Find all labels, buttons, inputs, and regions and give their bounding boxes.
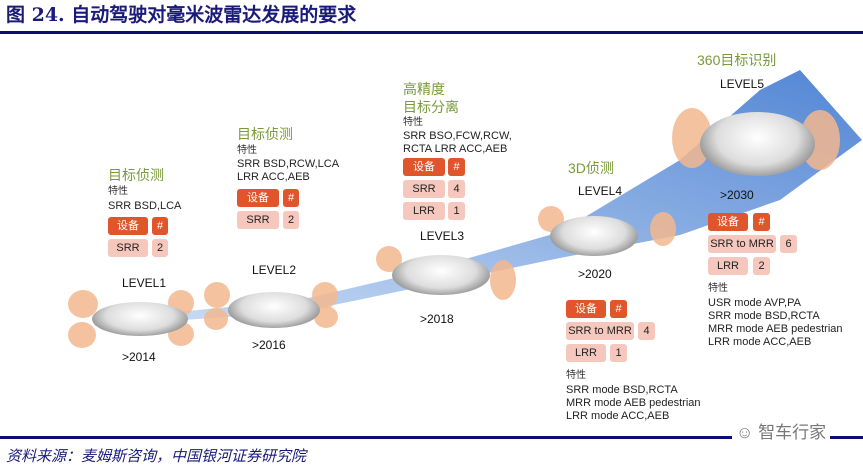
car-level5 — [700, 112, 815, 176]
table-cell: 1 — [448, 202, 465, 220]
table-cell: SRR — [237, 211, 279, 229]
year-label: >2016 — [252, 338, 286, 352]
wechat-icon: ☺ — [736, 423, 759, 442]
table-header-count: # — [448, 158, 465, 176]
feature-text: USR mode AVP,PA — [708, 297, 801, 309]
table-cell: SRR to MRR — [566, 322, 634, 340]
year-label: >2030 — [720, 188, 754, 202]
feature-text: SRR BSD,RCW,LCA — [237, 158, 340, 170]
car-level4 — [550, 216, 638, 256]
figure-title: 图 24. 自动驾驶对毫米波雷达发展的要求 — [6, 4, 357, 26]
year-label: >2018 — [420, 312, 454, 326]
feature-label: 特性 — [566, 370, 586, 381]
car-level1 — [92, 302, 188, 336]
table-cell: 6 — [780, 235, 797, 253]
table-cell: SRR — [108, 239, 148, 257]
table-header-count: # — [610, 300, 627, 318]
feature-text: RCTA LRR ACC,AEB — [403, 143, 508, 155]
year-label: >2020 — [578, 267, 612, 281]
watermark: ☺ 智车行家 — [732, 423, 831, 443]
table-header-device: 设备 — [708, 213, 748, 231]
level-label: LEVEL4 — [578, 184, 623, 198]
table-header-count: # — [283, 189, 299, 207]
table-cell: 1 — [610, 344, 627, 362]
table-cell: LRR — [566, 344, 606, 362]
level3-heading: 目标分离 — [403, 99, 459, 115]
table-header-device: 设备 — [237, 189, 279, 207]
feature-label: 特性 — [403, 117, 423, 128]
car-level3 — [392, 255, 490, 295]
level-label: LEVEL3 — [420, 229, 465, 243]
table-header-count: # — [152, 217, 168, 235]
feature-text: LRR ACC,AEB — [237, 171, 310, 183]
car-level2 — [228, 292, 320, 328]
table-cell: LRR — [708, 257, 748, 275]
feature-text: SRR BSO,FCW,RCW, — [403, 130, 512, 142]
feature-text: MRR mode AEB pedestrian — [566, 397, 701, 409]
level2-heading: 目标侦测 — [237, 126, 293, 142]
level1-heading: 目标侦测 — [108, 167, 164, 183]
feature-text: SRR mode BSD,RCTA — [566, 384, 678, 396]
feature-label: 特性 — [237, 145, 257, 156]
level-label: LEVEL1 — [122, 276, 167, 290]
table-cell: 4 — [448, 180, 465, 198]
year-label: >2014 — [122, 350, 156, 364]
level3-heading: 高精度 — [403, 81, 445, 97]
feature-text: SRR mode BSD,RCTA — [708, 310, 820, 322]
table-cell: 2 — [283, 211, 299, 229]
level5-heading: 360目标识别 — [697, 52, 777, 68]
table-cell: SRR — [403, 180, 445, 198]
level-label: LEVEL5 — [720, 77, 765, 91]
table-cell: SRR to MRR — [708, 235, 776, 253]
title-rule — [0, 31, 863, 34]
feature-label: 特性 — [108, 186, 128, 197]
feature-text: LRR mode ACC,AEB — [708, 336, 812, 348]
table-cell: 4 — [638, 322, 655, 340]
feature-text: SRR BSD,LCA — [108, 200, 182, 212]
feature-text: MRR mode AEB pedestrian — [708, 323, 843, 335]
table-header-count: # — [753, 213, 770, 231]
table-header-device: 设备 — [403, 158, 445, 176]
table-header-device: 设备 — [108, 217, 148, 235]
level4-heading: 3D侦测 — [568, 160, 614, 176]
watermark-text: 智车行家 — [758, 423, 827, 442]
footer-rule — [0, 436, 863, 439]
feature-text: LRR mode ACC,AEB — [566, 410, 670, 422]
table-cell: 2 — [152, 239, 168, 257]
level-label: LEVEL2 — [252, 263, 297, 277]
feature-label: 特性 — [708, 283, 728, 294]
table-header-device: 设备 — [566, 300, 606, 318]
table-cell: LRR — [403, 202, 445, 220]
table-cell: 2 — [753, 257, 770, 275]
source-note: 资料来源：麦姆斯咨询，中国银河证券研究院 — [6, 447, 307, 465]
